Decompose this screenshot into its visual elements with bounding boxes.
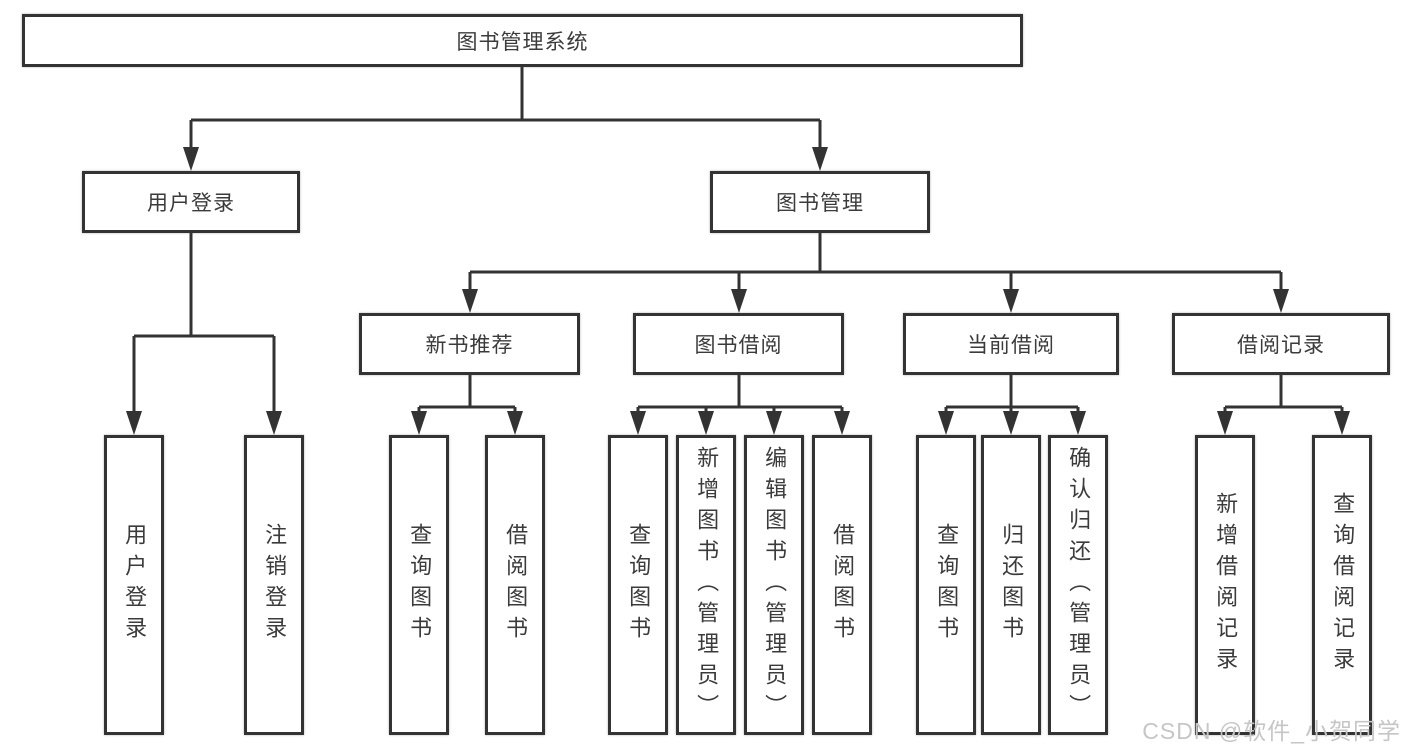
leaf-borrow-books: 借阅图书 [485, 435, 545, 735]
leaf-query-borrow-record: 查询借阅记录 [1312, 435, 1372, 735]
arrow-down-icon [731, 289, 747, 313]
node-label: 图书管理系统 [456, 30, 589, 54]
arrow-down-icon [834, 411, 850, 435]
connector-root-to-level2 [189, 66, 822, 148]
leaf-edit-books-admin: 编辑图书（管理员） [744, 435, 804, 735]
node-label: 图书借阅 [694, 334, 783, 357]
node-label: 归还图书 [999, 523, 1025, 647]
arrow-down-icon [1003, 289, 1019, 313]
leaf-logout: 注销登录 [244, 435, 304, 735]
node-borrowing-records: 借阅记录 [1172, 313, 1390, 375]
node-label: 借阅记录 [1237, 334, 1325, 357]
leaf-query-books: 查询图书 [389, 435, 449, 735]
node-label: 新书推荐 [425, 334, 514, 357]
node-label: 用户登录 [147, 192, 235, 215]
arrow-down-icon [462, 289, 478, 313]
node-book-management: 图书管理 [710, 171, 930, 233]
arrow-down-icon [812, 147, 828, 171]
connector-group [132, 66, 1344, 413]
leaf-add-books-admin: 新增图书（管理员） [676, 435, 736, 735]
node-label: 查询图书 [407, 523, 433, 647]
node-library-management-system: 图书管理系统 [22, 14, 1023, 67]
csdn-watermark: CSDN @软件_小贺同学 [1142, 718, 1401, 744]
node-label: 编辑图书（管理员） [762, 445, 788, 725]
node-new-book-recommendation: 新书推荐 [359, 313, 580, 375]
connector-user-login-children [132, 233, 276, 412]
leaf-query-books: 查询图书 [608, 435, 668, 735]
connector-book-borrow-children [636, 375, 844, 413]
arrow-down-icon [766, 411, 782, 435]
arrow-down-icon [507, 411, 523, 435]
leaf-user-login: 用户登录 [104, 435, 164, 735]
connector-current-borrow-children [944, 375, 1080, 413]
node-user-login: 用户登录 [82, 171, 300, 233]
connector-borrow-record-children [1223, 375, 1344, 413]
node-label: 用户登录 [122, 523, 148, 647]
connector-new-book-children [417, 375, 517, 413]
node-label: 借阅图书 [830, 523, 856, 647]
arrow-down-icon [183, 147, 199, 171]
node-label: 确认归还（管理员） [1066, 445, 1092, 725]
arrow-down-icon [266, 411, 282, 435]
leaf-confirm-return-admin: 确认归还（管理员） [1048, 435, 1108, 735]
arrow-down-icon [126, 411, 142, 435]
arrow-down-icon [1003, 411, 1019, 435]
arrow-down-icon [698, 411, 714, 435]
arrow-down-icon [630, 411, 646, 435]
leaf-add-borrow-record: 新增借阅记录 [1195, 435, 1255, 735]
node-label: 借阅图书 [503, 523, 529, 647]
arrow-down-icon [1217, 411, 1233, 435]
node-book-borrowing: 图书借阅 [633, 313, 844, 375]
node-label: 新增借阅记录 [1213, 492, 1239, 678]
node-label: 图书管理 [776, 192, 864, 215]
leaf-query-books: 查询图书 [916, 435, 976, 735]
leaf-return-books: 归还图书 [981, 435, 1041, 735]
arrowheads-group [126, 147, 1350, 435]
node-label: 当前借阅 [967, 334, 1055, 357]
arrow-down-icon [938, 411, 954, 435]
node-label: 新增图书（管理员） [694, 445, 720, 725]
node-label: 注销登录 [262, 523, 288, 647]
arrow-down-icon [1334, 411, 1350, 435]
node-current-borrowing: 当前借阅 [903, 313, 1119, 375]
arrow-down-icon [1070, 411, 1086, 435]
arrow-down-icon [411, 411, 427, 435]
leaf-borrow-books: 借阅图书 [812, 435, 872, 735]
node-label: 查询图书 [626, 523, 652, 647]
node-label: 查询图书 [934, 523, 960, 647]
arrow-down-icon [1273, 289, 1289, 313]
connector-book-mgmt-children [468, 233, 1283, 290]
node-label: 查询借阅记录 [1330, 492, 1356, 678]
